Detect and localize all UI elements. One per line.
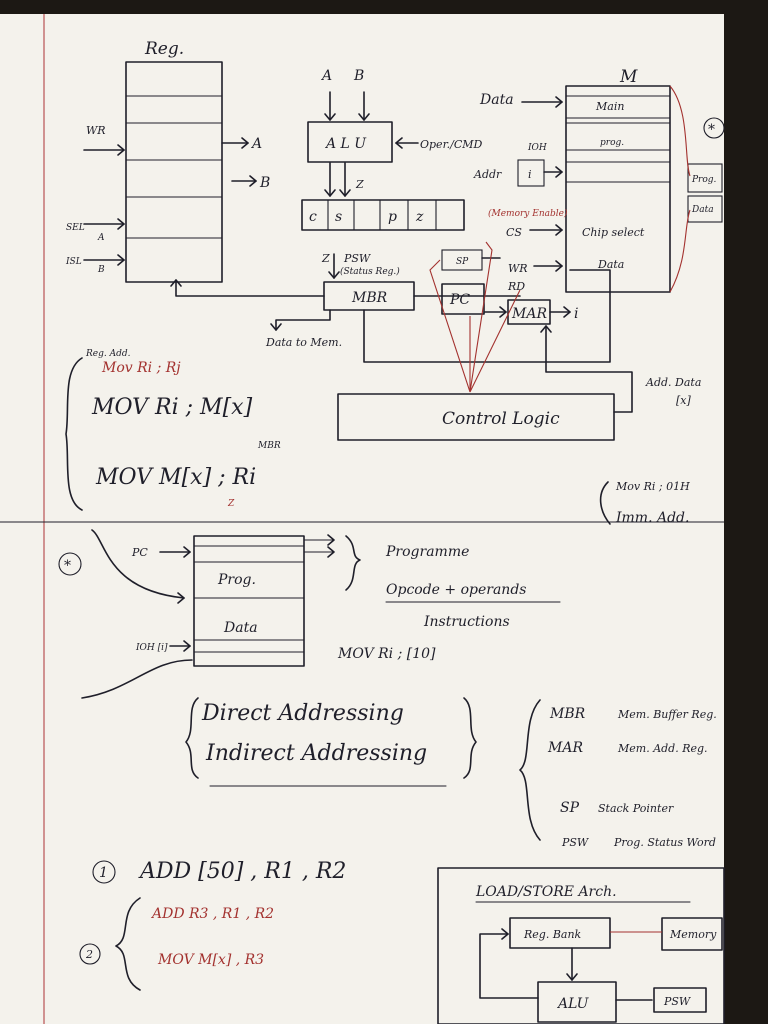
alu-in-b: B: [353, 68, 364, 84]
opcode-label: Opcode + operands: [386, 582, 526, 598]
sp-label: SP: [456, 257, 469, 267]
arch-title: LOAD/STORE Arch.: [475, 884, 617, 900]
memory-side-data: Data: [691, 205, 714, 215]
reg-label: Reg.: [144, 39, 184, 59]
example-2-num: 2: [85, 948, 93, 961]
indirect-addressing: Indirect Addressing: [205, 741, 427, 766]
memory-prog: prog.: [600, 138, 624, 148]
add-data-x-label: [x]: [676, 394, 691, 407]
load-store-arch: LOAD/STORE Arch. Reg. Bank Memory ALU PS…: [437, 867, 725, 1024]
mbr-block: Z PSW (Status Reg.) MBR Data to Mem.: [170, 252, 611, 363]
isl-label: ISL: [65, 257, 82, 267]
addressing-modes: Direct Addressing Indirect Addressing: [185, 697, 477, 787]
sel-a-label: A: [97, 233, 105, 243]
abbrev-sp-key: SP: [560, 800, 580, 816]
program-memory: * PC Prog. Data IOH [i] Programme Opcode…: [58, 529, 561, 699]
abbrev-psw-value: Prog. Status Word: [613, 836, 716, 849]
flag-p: p: [388, 209, 397, 225]
z-under: Z: [227, 499, 235, 509]
example-2b: MOV M[x] , R3: [157, 952, 264, 968]
memory-data: Data: [597, 258, 624, 271]
sel-label: SEL: [66, 223, 85, 233]
memory-star: *: [708, 122, 715, 138]
alu-op-label: Oper./CMD: [420, 138, 483, 151]
arch-psw: PSW: [663, 995, 692, 1008]
bottom-ioh: IOH [i]: [135, 643, 168, 653]
psw-note: (Status Reg.): [340, 266, 400, 277]
memory-side-prog: Prog.: [691, 175, 717, 185]
mov-notes: Reg. Add. Mov Ri ; Rj MOV Ri ; M[x] MBR …: [65, 349, 690, 526]
programme-label: Programme: [385, 544, 469, 560]
arch-alu: ALU: [556, 996, 590, 1012]
bottom-star: *: [64, 558, 71, 574]
flags-register: c s p z: [301, 199, 465, 231]
reg-out-a: A: [250, 136, 262, 152]
abbrev-sp-value: Stack Pointer: [598, 802, 674, 815]
bottom-prog: Prog.: [217, 572, 256, 588]
flag-s: s: [335, 209, 342, 225]
mov-imm: Mov Ri ; 01H: [615, 480, 690, 493]
abbrev-psw-key: PSW: [561, 836, 590, 849]
isl-b-label: B: [97, 265, 105, 275]
examples: 1 ADD [50] , R1 , R2 2 ADD R3 , R1 , R2 …: [79, 859, 346, 991]
alu-label: A L U: [324, 136, 367, 152]
memory-enable-note: (Memory Enable): [488, 208, 568, 219]
memory-wr: WR: [508, 262, 528, 275]
mov-mx-ri: MOV M[x] ; Ri: [95, 465, 256, 490]
abbrev-mar-key: MAR: [547, 740, 583, 756]
mbr-label: MBR: [351, 290, 388, 306]
pc-label: PC: [449, 292, 470, 308]
memory-data-in: Data: [479, 92, 514, 108]
arch-memory: Memory: [669, 928, 717, 941]
memory-addr: Addr: [473, 168, 502, 181]
reg-add-note: Reg. Add.: [85, 349, 131, 359]
memory-block: M Data Main prog. Chip select Data IOH A…: [473, 67, 725, 293]
memory-cs: CS: [506, 226, 522, 239]
abbrev-mbr-key: MBR: [549, 706, 586, 722]
alu-z-label: Z: [355, 178, 364, 191]
control-logic: Control Logic Add. Data [x]: [337, 325, 701, 441]
memory-title: M: [619, 67, 638, 87]
alu-block: A B A L U Oper./CMD Z: [307, 68, 483, 197]
mar-out-label: i: [574, 306, 578, 322]
arch-reg-bank: Reg. Bank: [523, 928, 582, 941]
alu-in-a: A: [320, 68, 332, 84]
psw-z: Z: [321, 252, 330, 265]
mov-ri-mx: MOV Ri ; M[x]: [91, 395, 253, 420]
bottom-data: Data: [223, 620, 258, 636]
wr-label: WR: [86, 124, 106, 137]
imm-add: Imm. Add.: [615, 510, 689, 526]
psw-label: PSW: [343, 252, 372, 265]
mar-label: MAR: [511, 306, 547, 322]
example-1-num: 1: [99, 865, 108, 881]
data-to-mem-label: Data to Mem.: [265, 336, 342, 349]
page-edge-right: [724, 0, 768, 1024]
flag-z: z: [415, 209, 424, 225]
memory-addr-box: i: [528, 168, 532, 181]
add-data-label: Add. Data: [645, 376, 701, 389]
abbrev-mbr-value: Mem. Buffer Reg.: [617, 708, 717, 721]
abbreviations: MBR Mem. Buffer Reg. MAR Mem. Add. Reg. …: [519, 699, 717, 849]
mbr-under: MBR: [257, 441, 281, 451]
direct-addressing: Direct Addressing: [201, 701, 404, 726]
instructions-label: Instructions: [423, 614, 510, 630]
register-file: Reg. WR SEL A ISL B A B: [65, 39, 270, 283]
flag-c: c: [309, 209, 317, 225]
example-1: ADD [50] , R1 , R2: [138, 859, 346, 884]
page-edge-top: [0, 0, 768, 14]
memory-rd: RD: [507, 280, 525, 293]
mov-rirj: Mov Ri ; Rj: [101, 360, 181, 376]
example-2a: ADD R3 , R1 , R2: [150, 906, 274, 922]
bottom-pc: PC: [131, 546, 148, 559]
abbrev-mar-value: Mem. Add. Reg.: [617, 742, 708, 755]
mov-ri-10: MOV Ri ; [10]: [337, 646, 436, 662]
reg-out-b: B: [259, 175, 270, 191]
memory-main: Main: [595, 100, 624, 113]
control-logic-label: Control Logic: [442, 409, 560, 429]
memory-ioh: IOH: [527, 143, 547, 153]
memory-chip-select: Chip select: [582, 226, 645, 239]
address-registers: SP PC MAR i: [429, 241, 578, 393]
